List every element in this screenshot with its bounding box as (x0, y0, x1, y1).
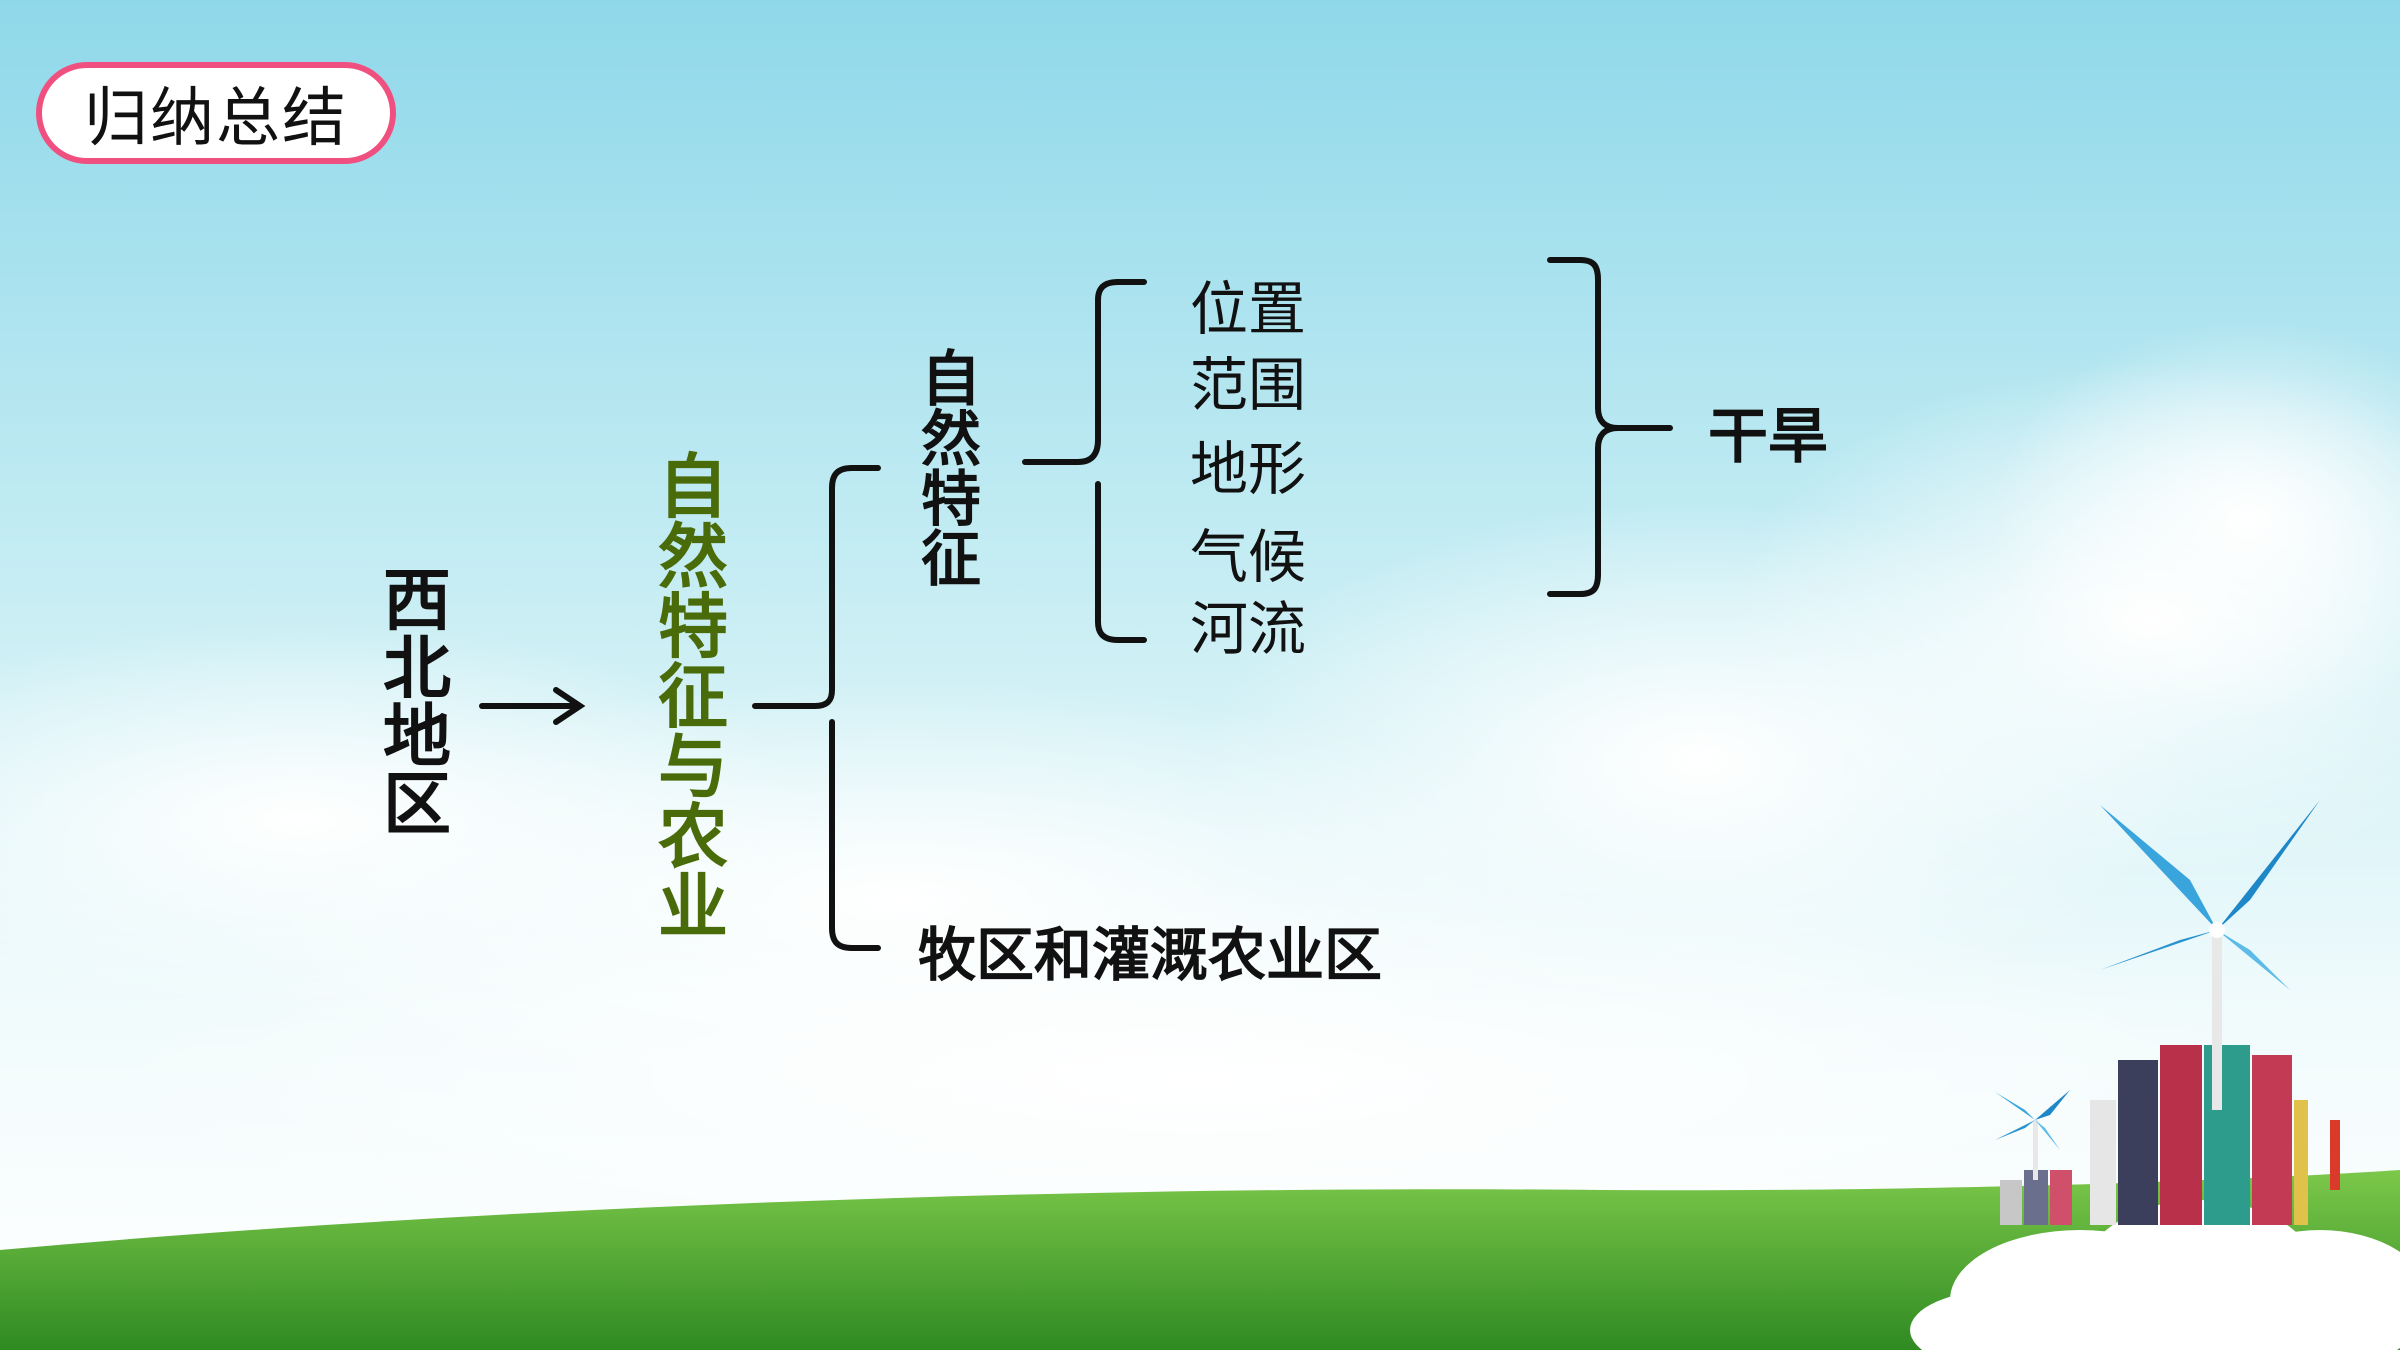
natural-item: 范围 (1190, 351, 1307, 419)
ground-clouds (1910, 1200, 2400, 1350)
agriculture-branch-label: 牧区和灌溉农业区 (918, 921, 1383, 989)
topic-label-char: 自 (658, 446, 728, 528)
natural-branch-label-char: 征 (921, 525, 981, 595)
topic-label-char: 特 (658, 586, 728, 668)
topic-label-char: 征 (658, 656, 728, 738)
brace-main (752, 465, 881, 951)
pinwheel-large-icon (2100, 800, 2320, 1110)
topic-label-char: 与 (658, 726, 728, 808)
clouds (0, 320, 2400, 1280)
diagram-connectors (479, 257, 1673, 951)
topic-label: 自然特征与农业 (648, 452, 738, 942)
natural-item: 河流 (1190, 595, 1307, 663)
arrow-head (553, 687, 586, 725)
pinwheel-small-icon (1995, 1090, 2070, 1180)
brace-conclusion (1547, 257, 1673, 597)
grass-hill (0, 1170, 2400, 1350)
natural-branch-label-char: 自 (921, 345, 981, 415)
natural-item: 气候 (1190, 523, 1307, 591)
region-label-char: 区 (382, 766, 451, 845)
conclusion-label: 干旱 (1708, 402, 1828, 472)
topic-label-char: 业 (658, 866, 728, 948)
brace-natural (1022, 279, 1147, 643)
region-label-char: 地 (382, 698, 451, 777)
topic-label-char: 然 (658, 516, 728, 598)
region-label-char: 西 (382, 562, 451, 641)
natural-branch-label: 自然特征 (906, 350, 996, 590)
natural-item: 地形 (1190, 435, 1307, 503)
region-label-char: 北 (382, 630, 451, 709)
books-illustration (2000, 1045, 2340, 1225)
natural-item: 位置 (1190, 275, 1307, 343)
region-label: 西北地区 (372, 568, 462, 840)
summary-badge-label: 归纳总结 (84, 82, 348, 156)
natural-branch-label-char: 特 (921, 465, 981, 535)
topic-label-char: 农 (658, 796, 728, 878)
summary-badge: 归纳总结 (36, 62, 396, 164)
natural-branch-label-char: 然 (921, 405, 981, 475)
